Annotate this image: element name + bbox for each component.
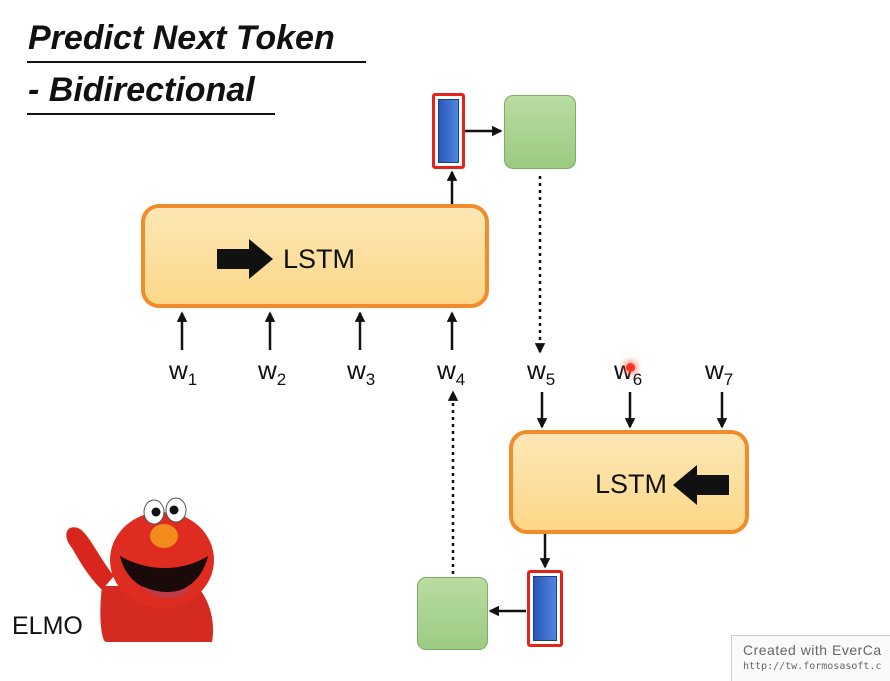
token-w7: w7 bbox=[705, 355, 734, 389]
token-w1: w1 bbox=[169, 355, 198, 389]
title-underline-1 bbox=[27, 61, 366, 63]
title-underline-2 bbox=[27, 113, 275, 115]
backward-lstm-block: LSTM bbox=[509, 430, 749, 534]
title-line-1: Predict Next Token bbox=[28, 19, 335, 57]
forward-hidden-vector bbox=[432, 93, 465, 169]
pointer-cursor-dot bbox=[626, 363, 635, 372]
token-w4: w4 bbox=[437, 355, 466, 389]
backward-hidden-vector bbox=[527, 570, 563, 647]
token-w3: w3 bbox=[347, 355, 376, 389]
token-w6: w6 bbox=[614, 355, 643, 389]
elmo-label: ELMO bbox=[12, 612, 83, 640]
elmo-illustration bbox=[66, 497, 214, 642]
forward-lstm-block: LSTM bbox=[141, 204, 489, 308]
token-w2: w2 bbox=[258, 355, 287, 389]
forward-output-box bbox=[504, 95, 576, 169]
backward-lstm-label: LSTM bbox=[595, 469, 668, 499]
arrow-right-icon bbox=[217, 239, 273, 279]
arrow-left-icon bbox=[673, 465, 729, 505]
watermark-badge: Created with EverCa http://tw.formosasof… bbox=[731, 635, 890, 681]
token-w5: w5 bbox=[527, 355, 556, 389]
watermark-line-1: Created with EverCa bbox=[743, 642, 882, 658]
title-line-2: - Bidirectional bbox=[28, 71, 255, 109]
watermark-line-2: http://tw.formosasoft.c bbox=[743, 661, 882, 672]
forward-lstm-label: LSTM bbox=[283, 244, 356, 274]
backward-output-box bbox=[417, 577, 488, 650]
